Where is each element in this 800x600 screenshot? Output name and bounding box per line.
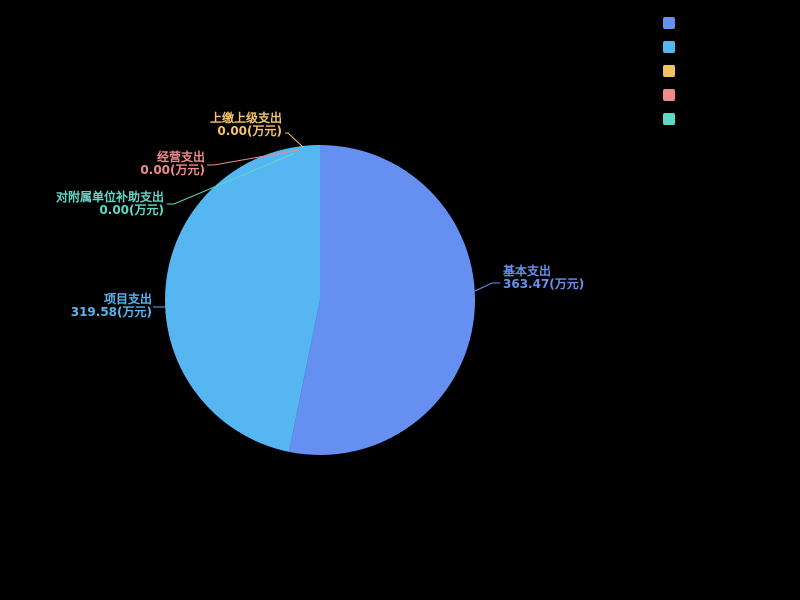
pie-label-value: 0.00(万元) — [140, 163, 205, 177]
pie-label-jiben-zhichu: 基本支出 363.47(万元) — [503, 265, 584, 291]
leader-line-4 — [167, 152, 296, 205]
legend-swatch-4[interactable] — [663, 113, 675, 125]
pie-label-name: 对附属单位补助支出 — [55, 190, 164, 204]
pie-slice-1[interactable] — [165, 145, 320, 452]
pie-label-value: 0.00(万元) — [217, 124, 282, 138]
pie-label-value: 363.47(万元) — [503, 277, 585, 291]
pie-label-jingying-zhichu: 经营支出 0.00(万元) — [140, 151, 205, 177]
leader-line-0 — [474, 282, 500, 292]
leader-line-2 — [285, 132, 304, 148]
legend-swatch-3[interactable] — [663, 89, 675, 101]
legend-swatch-1[interactable] — [663, 41, 675, 53]
legend-swatch-2[interactable] — [663, 65, 675, 77]
pie-label-name: 上缴上级支出 — [209, 111, 282, 125]
pie-label-xiangmu-zhichu: 项目支出 319.58(万元) — [71, 293, 152, 319]
pie-label-name: 基本支出 — [503, 264, 552, 278]
pie-label-name: 项目支出 — [103, 292, 152, 306]
pie-label-duifushu-danwei-buzhu-zhichu: 对附属单位补助支出 0.00(万元) — [56, 191, 164, 217]
pie-label-value: 0.00(万元) — [99, 203, 164, 217]
pie-slice-0[interactable] — [288, 145, 476, 456]
pie-label-name: 经营支出 — [156, 150, 205, 164]
leader-line-3 — [207, 149, 300, 166]
pie-label-shangjiao-shangji-zhichu: 上缴上级支出 0.00(万元) — [210, 112, 282, 138]
legend-swatch-0[interactable] — [663, 17, 675, 29]
legend — [663, 17, 675, 137]
pie-label-value: 319.58(万元) — [70, 305, 152, 319]
